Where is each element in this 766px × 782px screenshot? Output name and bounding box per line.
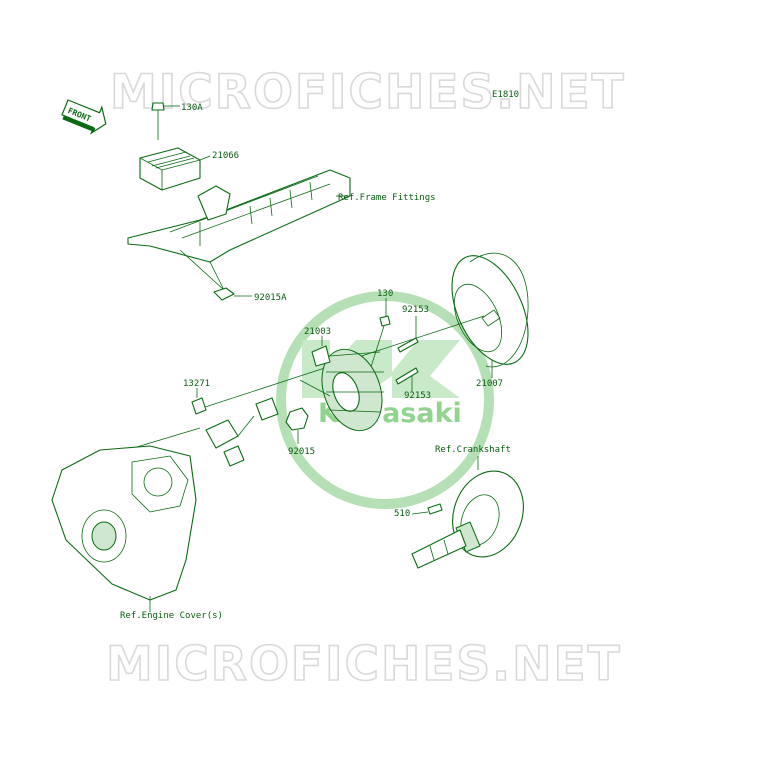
plate-13271 [191, 388, 207, 415]
label-130a: 130A [181, 103, 203, 113]
label-510: 510 [394, 509, 410, 519]
diagram-code: E1810 [492, 90, 519, 100]
nut-92015a [179, 249, 252, 301]
screw-92153-upper [397, 316, 419, 353]
nut-92015 [285, 407, 309, 444]
watermark-top: MICROFICHES.NET [110, 65, 626, 120]
label-21003: 21003 [304, 327, 331, 337]
bolt-130a [151, 102, 180, 140]
label-crankshaft: Ref.Crankshaft [435, 445, 511, 455]
label-92015: 92015 [288, 447, 315, 457]
bolt-130 [369, 298, 391, 371]
label-92153-upper: 92153 [402, 305, 429, 315]
label-frame-fittings: Ref.Frame Fittings [338, 193, 436, 203]
watermark-bottom: MICROFICHES.NET [106, 637, 622, 692]
label-21007: 21007 [476, 379, 503, 389]
key-510 [411, 503, 443, 515]
label-92153-lower: 92153 [404, 391, 431, 401]
screw-92153-lower [395, 367, 419, 392]
stator-21003 [299, 336, 384, 432]
label-engine-cover: Ref.Engine Cover(s) [120, 611, 223, 621]
crankshaft [411, 456, 524, 569]
engine-cover [51, 445, 197, 612]
label-13271: 13271 [183, 379, 210, 389]
label-21066: 21066 [212, 151, 239, 161]
regulator-21066 [139, 147, 211, 191]
label-130: 130 [377, 289, 393, 299]
front-arrow-icon: FRONT [61, 99, 107, 135]
flywheel-21007 [451, 252, 529, 378]
frame-bracket [127, 169, 351, 263]
grommet-parts [205, 397, 279, 467]
label-92015a: 92015A [254, 293, 287, 303]
